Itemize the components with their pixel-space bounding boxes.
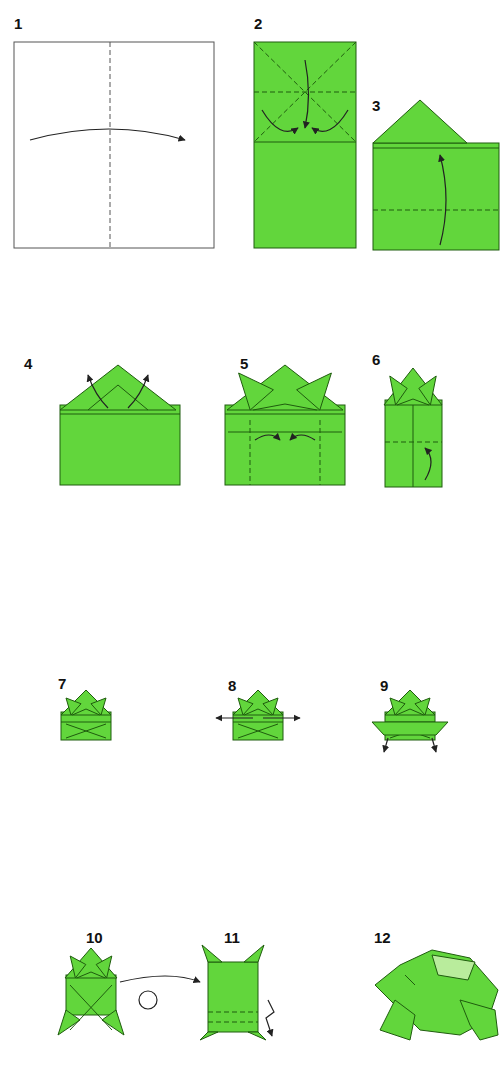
fold-arrow: [30, 129, 185, 140]
crease-line: [244, 709, 258, 715]
step-number: 3: [372, 98, 380, 113]
paper-face: [460, 1000, 498, 1040]
fold-arrow: [440, 155, 446, 245]
fold-arrow: [216, 717, 253, 718]
paper-face: [372, 722, 448, 735]
fold-arrow: [266, 1000, 274, 1036]
step-number: 11: [224, 930, 240, 945]
paper-face: [297, 373, 332, 410]
crease-line: [61, 722, 111, 723]
paper-sheet: [373, 143, 499, 250]
paper-face: [244, 945, 264, 962]
fold-line: [208, 1012, 258, 1013]
crease-line: [258, 709, 272, 715]
paper-face: [227, 365, 343, 410]
crease-line: [88, 385, 118, 410]
crease-line: [253, 404, 285, 410]
step-number: 2: [254, 16, 262, 31]
paper-face: [390, 376, 407, 405]
paper-face: [202, 945, 222, 962]
step-number: 1: [14, 16, 22, 31]
step-number: 9: [380, 678, 388, 693]
step-number: 7: [58, 676, 66, 691]
crease-line: [60, 414, 180, 415]
crease-line: [373, 148, 499, 149]
paper-face: [385, 690, 435, 715]
fold-arrow: [425, 448, 431, 480]
crease-line: [66, 724, 106, 738]
paper-face: [233, 690, 283, 715]
crease-line: [70, 985, 112, 1030]
fold-line: [254, 92, 356, 93]
step-number: 6: [372, 352, 380, 367]
fold-line: [254, 42, 356, 142]
paper-face: [248, 1032, 266, 1040]
paper-sheet: [254, 42, 356, 248]
crease-line: [91, 972, 105, 978]
crease-line: [228, 432, 342, 433]
paper-face: [60, 365, 176, 410]
fold-arrow: [255, 435, 280, 440]
paper-sheet: [225, 405, 345, 485]
paper-sheet: [14, 42, 214, 248]
crease-line: [410, 709, 424, 715]
fold-arrow: [263, 717, 300, 718]
step-number: 12: [374, 930, 391, 945]
paper-face: [384, 368, 442, 405]
paper-sheet: [60, 405, 180, 485]
crease-line: [397, 399, 413, 405]
crease-line: [233, 722, 283, 723]
fold-arrow: [128, 375, 148, 408]
turn-over-symbol: [139, 991, 157, 1009]
crease-line: [86, 709, 100, 715]
step-number: 8: [228, 678, 236, 693]
crease-line: [413, 405, 414, 487]
fold-line: [208, 1022, 258, 1023]
paper-face: [200, 1032, 218, 1040]
fold-line: [373, 210, 499, 211]
fold-arrow: [384, 738, 388, 752]
crease-line: [118, 385, 148, 410]
crease-line: [238, 724, 278, 738]
crease-line: [238, 724, 278, 738]
fold-arrow: [305, 60, 309, 128]
paper-face: [380, 1000, 415, 1040]
fold-arrow: [262, 110, 298, 131]
step-number: 10: [86, 930, 103, 945]
paper-face: [239, 373, 274, 410]
paper-sheet: [233, 712, 283, 740]
crease-line: [225, 414, 345, 415]
paper-face: [61, 690, 111, 715]
paper-sheet: [61, 712, 111, 740]
crease-line: [72, 709, 86, 715]
fold-arrow: [432, 738, 436, 752]
fold-line: [250, 420, 251, 485]
fold-arrow: [290, 435, 315, 440]
step-number: 4: [24, 356, 32, 371]
crease-line: [66, 724, 106, 738]
fold-arrow: [88, 375, 108, 408]
paper-sheet: [385, 400, 442, 487]
crease-line: [413, 399, 429, 405]
paper-sheet: [66, 975, 116, 1015]
paper-face: [373, 100, 467, 143]
fold-arrow: [312, 110, 348, 131]
paper-face: [419, 376, 436, 405]
crease-line: [396, 709, 410, 715]
crease-line: [254, 142, 356, 143]
paper-face: [65, 948, 117, 978]
paper-face: [432, 955, 475, 980]
crease-line: [77, 972, 91, 978]
fold-line: [320, 420, 321, 485]
crease-line: [285, 404, 317, 410]
step-number: 5: [240, 356, 248, 371]
fold-arrow: [120, 976, 200, 982]
fold-line: [254, 42, 356, 142]
crease-line: [405, 975, 415, 985]
crease-line: [70, 985, 112, 1030]
paper-sheet: [208, 962, 258, 1032]
fold-line: [110, 42, 111, 248]
